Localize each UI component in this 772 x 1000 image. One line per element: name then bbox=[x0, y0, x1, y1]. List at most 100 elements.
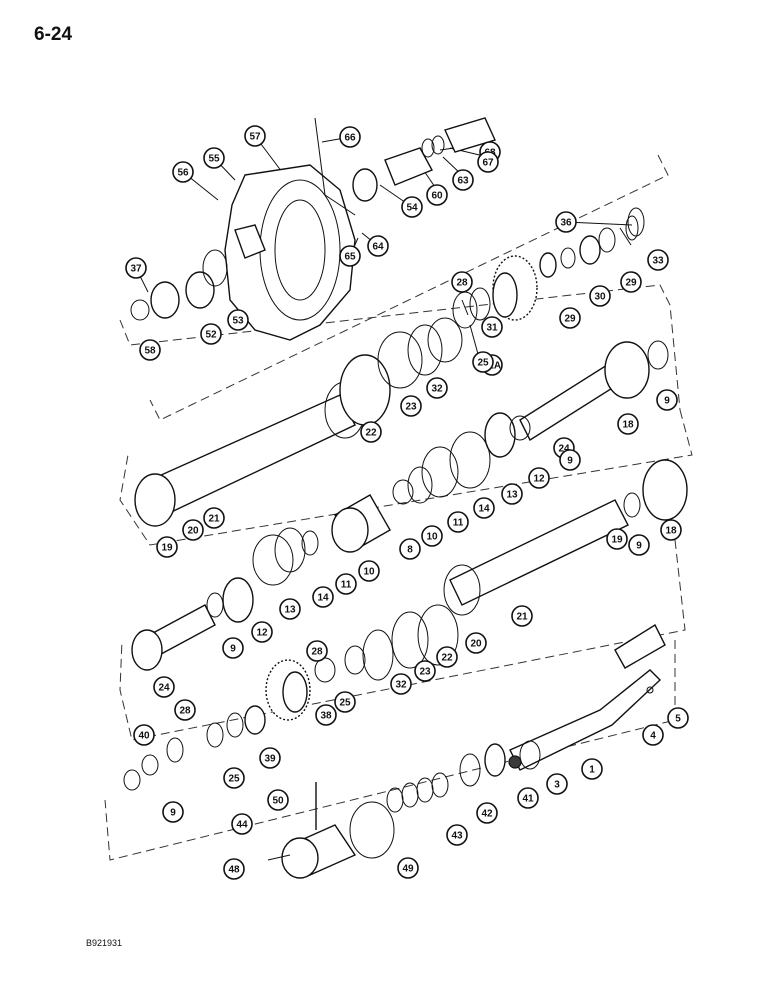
callout-circle bbox=[660, 519, 682, 541]
callout-circle bbox=[244, 125, 266, 147]
callout-22: 22 bbox=[360, 421, 382, 443]
callouts: 6867636054665755566465375852533633293029… bbox=[125, 125, 689, 880]
callout-4: 4 bbox=[642, 724, 664, 746]
callout-label: 5 bbox=[675, 714, 681, 725]
callout-9: 9 bbox=[628, 534, 650, 556]
callout-42: 42 bbox=[476, 802, 498, 824]
callout-label: 23 bbox=[419, 667, 431, 678]
callout-14: 14 bbox=[312, 586, 334, 608]
callout-label: 1 bbox=[589, 765, 595, 776]
callout-29: 29 bbox=[559, 307, 581, 329]
callout-60: 60 bbox=[426, 184, 448, 206]
callout-label: 19 bbox=[611, 535, 623, 546]
callout-56: 56 bbox=[172, 161, 194, 183]
callout-58: 58 bbox=[139, 339, 161, 361]
callout-label: 21 bbox=[208, 514, 220, 525]
callout-label: 29 bbox=[625, 278, 637, 289]
callout-13: 13 bbox=[279, 598, 301, 620]
callout-circle bbox=[426, 377, 448, 399]
callout-12: 12 bbox=[528, 467, 550, 489]
callout-circle bbox=[223, 858, 245, 880]
callout-14: 14 bbox=[473, 497, 495, 519]
callout-9: 9 bbox=[162, 801, 184, 823]
callout-circle bbox=[581, 758, 603, 780]
callout-label: 10 bbox=[426, 532, 438, 543]
callout-circle bbox=[476, 802, 498, 824]
callout-label: 9 bbox=[230, 644, 236, 655]
page-number: 6-24 bbox=[34, 24, 73, 45]
callout-label: 67 bbox=[482, 158, 494, 169]
callout-label: 18 bbox=[665, 526, 677, 537]
callout-circle bbox=[334, 691, 356, 713]
callout-label: 13 bbox=[284, 605, 296, 616]
callout-label: 33 bbox=[652, 256, 664, 267]
group-frames bbox=[104, 154, 693, 861]
callout-circle bbox=[156, 536, 178, 558]
callout-label: 32 bbox=[395, 680, 407, 691]
callout-circle bbox=[451, 271, 473, 293]
callout-circle bbox=[267, 789, 289, 811]
callout-64: 64 bbox=[367, 235, 389, 257]
callout-circle bbox=[200, 323, 222, 345]
callout-label: 39 bbox=[264, 754, 276, 765]
callout-label: 21 bbox=[516, 612, 528, 623]
callout-circle bbox=[589, 285, 611, 307]
lower-gear-train bbox=[123, 659, 311, 791]
callout-circle bbox=[203, 507, 225, 529]
callout-21: 21 bbox=[203, 507, 225, 529]
callout-40: 40 bbox=[133, 724, 155, 746]
callout-43: 43 bbox=[446, 824, 468, 846]
callout-circle bbox=[647, 249, 669, 271]
callout-circle bbox=[620, 271, 642, 293]
callout-23: 23 bbox=[400, 395, 422, 417]
callout-label: 66 bbox=[344, 133, 356, 144]
callout-67: 67 bbox=[477, 151, 499, 173]
callout-label: 24 bbox=[158, 683, 170, 694]
callout-label: 58 bbox=[144, 346, 156, 357]
callout-label: 64 bbox=[372, 242, 384, 253]
callout-circle bbox=[546, 773, 568, 795]
callout-circle bbox=[125, 257, 147, 279]
callout-circle bbox=[436, 646, 458, 668]
callout-label: 53 bbox=[232, 316, 244, 327]
callout-23: 23 bbox=[414, 660, 436, 682]
main-shaft bbox=[508, 623, 666, 771]
callout-48: 48 bbox=[223, 858, 245, 880]
callout-label: 49 bbox=[402, 864, 414, 875]
callout-31: 31 bbox=[481, 316, 503, 338]
callout-1: 1 bbox=[581, 758, 603, 780]
figure-code: B921931 bbox=[86, 938, 123, 948]
callout-label: 13 bbox=[506, 490, 518, 501]
callout-circle bbox=[358, 560, 380, 582]
callout-circle bbox=[426, 184, 448, 206]
callout-36: 36 bbox=[555, 211, 577, 233]
callout-22: 22 bbox=[436, 646, 458, 668]
callout-label: 9 bbox=[567, 456, 573, 467]
callout-label: 10 bbox=[363, 567, 375, 578]
callout-circle bbox=[481, 316, 503, 338]
callout-label: 28 bbox=[179, 706, 191, 717]
callout-circle bbox=[259, 747, 281, 769]
callout-label: 9 bbox=[636, 541, 642, 552]
callout-20: 20 bbox=[182, 519, 204, 541]
callout-label: 54 bbox=[406, 203, 418, 214]
callout-label: 25 bbox=[477, 358, 489, 369]
upper-gear-train bbox=[452, 207, 645, 329]
callout-circle bbox=[139, 339, 161, 361]
callout-circle bbox=[390, 673, 412, 695]
callout-29: 29 bbox=[620, 271, 642, 293]
callout-circle bbox=[517, 787, 539, 809]
callout-circle bbox=[399, 538, 421, 560]
callout-57: 57 bbox=[244, 125, 266, 147]
callout-circle bbox=[312, 586, 334, 608]
lower-clutch-pack bbox=[131, 459, 688, 683]
callout-65: 65 bbox=[339, 245, 361, 267]
callout-circle bbox=[335, 573, 357, 595]
callout-circle bbox=[153, 676, 175, 698]
callout-11: 11 bbox=[335, 573, 357, 595]
callout-circle bbox=[227, 309, 249, 331]
callout-20: 20 bbox=[465, 632, 487, 654]
callout-54: 54 bbox=[401, 196, 423, 218]
callout-label: 3 bbox=[554, 780, 560, 791]
